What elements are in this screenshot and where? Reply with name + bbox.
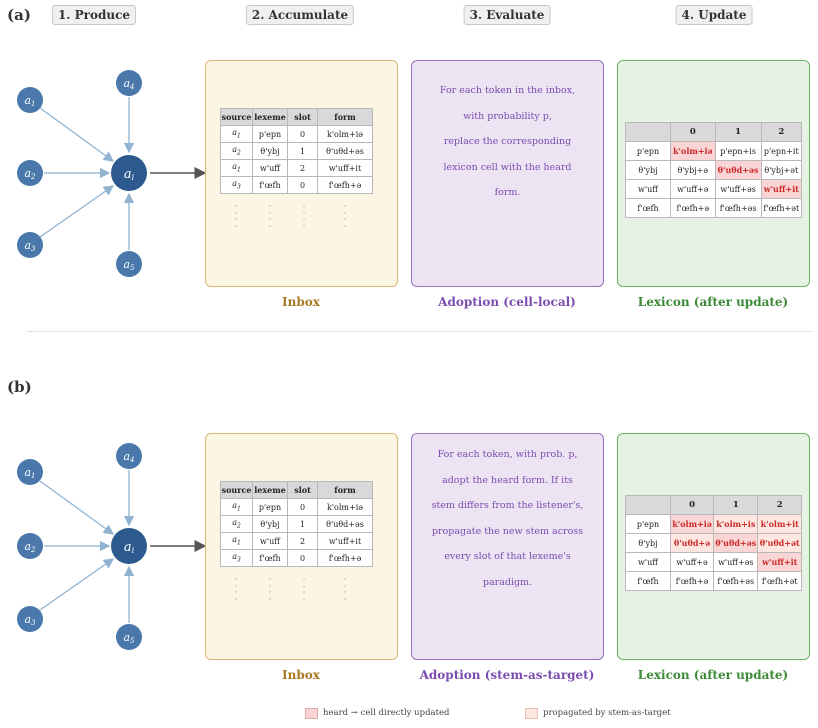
lexicon-header-row: 0 1 2: [625, 495, 802, 515]
propagated-cell: k'olm+it: [757, 514, 802, 534]
svg-text:a2: a2: [24, 540, 36, 554]
ellipsis-dots: ····: [302, 202, 306, 231]
panel-separator: [28, 331, 812, 332]
network-b: a1 a2 a3 a4 a5 ai: [17, 443, 207, 650]
node-a2: [17, 533, 43, 559]
node-ai: [111, 155, 147, 191]
lexicon-title-a: Lexicon (after update): [637, 295, 789, 309]
adoption-title-a: Adoption (cell-local): [438, 295, 576, 309]
svg-text:a3: a3: [24, 613, 36, 627]
svg-text:a3: a3: [24, 239, 36, 253]
propagated-cell: θ'uθd+ə: [669, 533, 715, 553]
step-produce: 1. Produce: [51, 5, 137, 25]
adoption-box-a: [411, 60, 604, 287]
ellipsis-dots: ····: [268, 575, 272, 604]
propagated-cell: k'olm+is: [713, 514, 759, 534]
ellipsis-dots: ····: [268, 202, 272, 231]
svg-text:a4: a4: [123, 77, 134, 91]
node-a1: [17, 87, 43, 113]
col-form: form: [317, 481, 373, 499]
legend-heard-swatch: [305, 708, 318, 719]
heard-cell: θ'uθd+əs: [713, 533, 759, 553]
svg-text:a1: a1: [24, 466, 35, 480]
heard-cell: k'olm+iə: [670, 141, 716, 161]
svg-text:a5: a5: [123, 258, 135, 272]
panel-b-label: (b): [7, 378, 32, 396]
svg-text:a1: a1: [24, 94, 35, 108]
network-a: a1 a2 a3 a4 a5 ai: [17, 70, 207, 277]
step-evaluate: 3. Evaluate: [463, 5, 551, 25]
step-update: 4. Update: [675, 5, 753, 25]
col-form: form: [317, 108, 373, 126]
svg-text:a4: a4: [123, 450, 134, 464]
adoption-box-b: [411, 433, 604, 660]
svg-text:ai: ai: [124, 540, 135, 555]
ellipsis-dots: ····: [343, 575, 347, 604]
col-source: source: [220, 481, 253, 499]
node-a2: [17, 160, 43, 186]
node-a3: [17, 232, 43, 258]
node-a5: [116, 624, 142, 650]
col-slot: slot: [287, 108, 318, 126]
legend-propagated-label: propagated by stem-as-target: [543, 708, 671, 718]
svg-text:a5: a5: [123, 631, 135, 645]
node-a1: [17, 459, 43, 485]
lexicon-header-row: 0 1 2: [625, 122, 803, 142]
ellipsis-dots: ····: [302, 575, 306, 604]
lexicon-title-b: Lexicon (after update): [637, 668, 789, 682]
adoption-title-b: Adoption (stem-as-target): [419, 668, 595, 682]
svg-text:ai: ai: [124, 167, 135, 182]
col-lexeme: lexeme: [252, 481, 288, 499]
inbox-title-b: Inbox: [282, 668, 320, 682]
step-accumulate: 2. Accumulate: [245, 5, 355, 25]
node-ai: [111, 528, 147, 564]
node-a4: [116, 443, 142, 469]
inbox-header-row: source lexeme slot form: [220, 481, 373, 499]
heard-cell: w'uff+it: [760, 179, 803, 199]
heard-cell: w'uff+it: [757, 552, 802, 572]
ellipsis-dots: ····: [343, 202, 347, 231]
inbox-title-a: Inbox: [282, 295, 320, 309]
node-a3: [17, 606, 43, 632]
propagated-cell: θ'uθd+ət: [757, 533, 802, 553]
col-lexeme: lexeme: [252, 108, 288, 126]
heard-cell: k'olm+iə: [669, 514, 715, 534]
heard-cell: θ'uθd+əs: [714, 160, 762, 180]
col-slot: slot: [287, 481, 318, 499]
inbox-header-row: source lexeme slot form: [220, 108, 373, 126]
node-a4: [116, 70, 142, 96]
svg-text:a2: a2: [24, 167, 36, 181]
ellipsis-dots: ····: [234, 575, 238, 604]
panel-a-label: (a): [7, 6, 31, 24]
adoption-description-a: For each token in the inbox, with probab…: [439, 85, 576, 198]
legend-heard-label: heard → cell directly updated: [323, 708, 450, 718]
adoption-description-b: For each token, with prob. p, adopt the …: [431, 449, 584, 588]
legend-propagated-swatch: [525, 708, 538, 719]
node-a5: [116, 251, 142, 277]
col-source: source: [220, 108, 253, 126]
ellipsis-dots: ····: [234, 202, 238, 231]
